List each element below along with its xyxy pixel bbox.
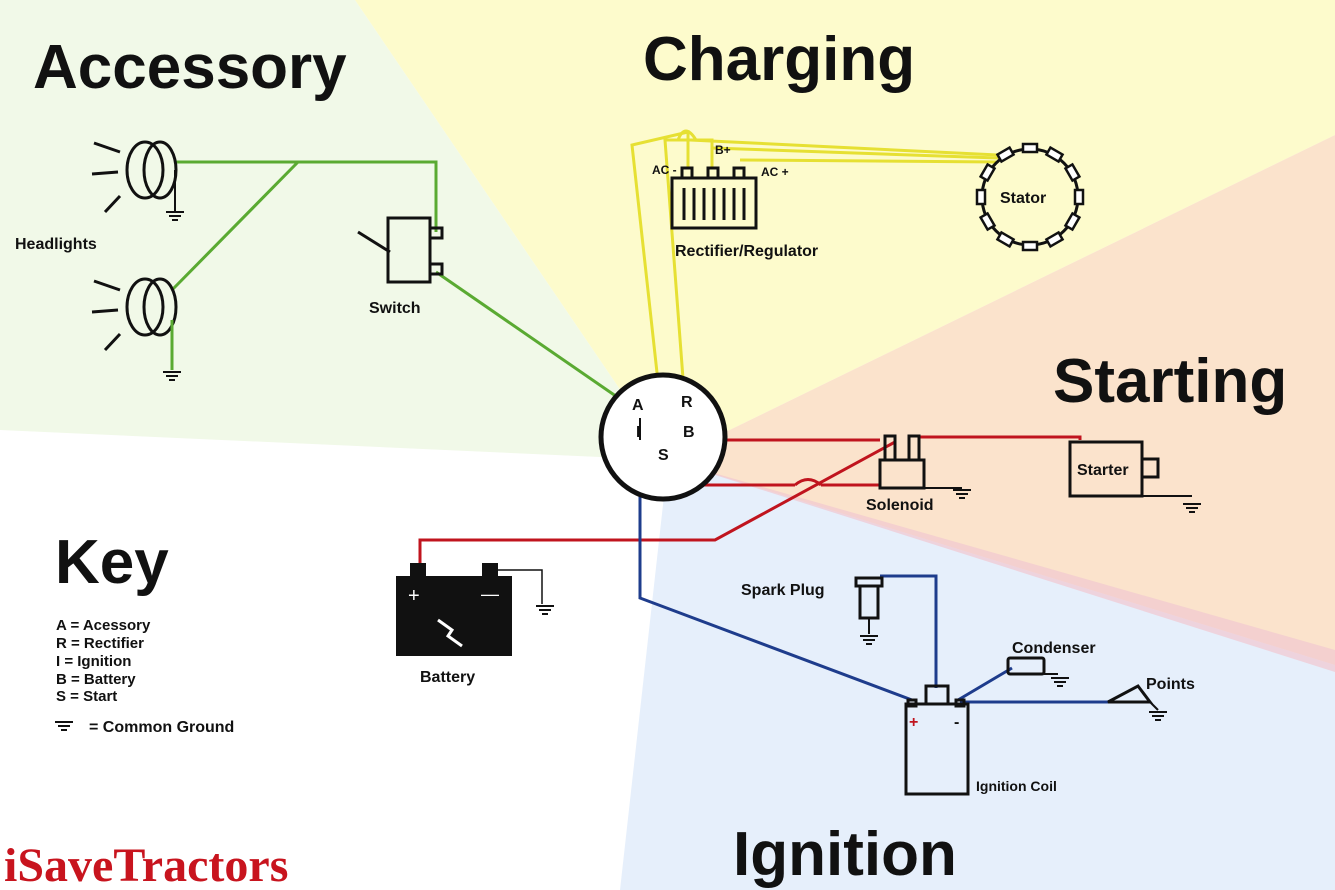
points-label: Points xyxy=(1146,676,1195,693)
ground-icon xyxy=(1051,677,1069,687)
ground-icon xyxy=(536,605,554,615)
stator-tooth xyxy=(1073,188,1085,206)
section-title-key: Key xyxy=(55,528,169,597)
switch-symbol xyxy=(357,216,444,284)
key-switch-terminal-i: I xyxy=(636,424,640,441)
headlights-label: Headlights xyxy=(15,236,97,253)
stator-label: Stator xyxy=(1000,190,1046,207)
ignition-coil-label: Ignition Coil xyxy=(976,778,1057,794)
legend: A = Acessory R = Rectifier I = Ignition … xyxy=(55,617,234,736)
key-switch-terminal-a: A xyxy=(632,397,644,414)
accessory-wires xyxy=(170,160,637,412)
ac-plus-label: AC + xyxy=(761,165,789,179)
section-title-charging: Charging xyxy=(643,25,915,94)
accessory-region xyxy=(0,0,668,460)
points-symbol xyxy=(1107,684,1159,711)
battery-symbol xyxy=(396,563,543,656)
stator-tooth xyxy=(978,211,997,232)
rectifier-label: Rectifier/Regulator xyxy=(675,243,818,260)
headlight-top xyxy=(91,140,178,214)
stator-tooth xyxy=(995,230,1016,249)
ignition-region xyxy=(620,460,1335,890)
spark-plug-label: Spark Plug xyxy=(741,582,825,599)
stator-tooth xyxy=(1063,211,1082,232)
legend-item: R = Rectifier xyxy=(56,635,144,652)
ground-icon xyxy=(953,489,971,499)
key-switch xyxy=(598,372,728,502)
legend-item: I = Ignition xyxy=(56,653,131,670)
stator-tooth xyxy=(995,145,1016,164)
switch-label: Switch xyxy=(369,300,421,317)
condenser-symbol xyxy=(1006,656,1058,676)
charging-region xyxy=(355,0,1335,460)
battery-plus-sign: + xyxy=(408,585,420,607)
stator-tooth xyxy=(975,188,987,206)
stator-symbol xyxy=(975,142,1085,252)
starter-label: Starter xyxy=(1077,462,1129,479)
stator-tooth xyxy=(1063,162,1082,183)
solenoid-label: Solenoid xyxy=(866,497,934,514)
stator-tooth xyxy=(1044,230,1065,249)
stator-tooth xyxy=(1044,145,1065,164)
starter-symbol xyxy=(1068,440,1192,498)
stator-tooth xyxy=(978,162,997,183)
starting-ignition-band xyxy=(668,460,1335,672)
charging-wires xyxy=(630,129,999,406)
battery-label: Battery xyxy=(420,669,475,686)
coil-plus-sign: + xyxy=(909,714,918,731)
ignition-coil-symbol xyxy=(904,684,970,796)
ac-minus-label: AC - xyxy=(652,163,677,177)
section-title-accessory: Accessory xyxy=(33,33,347,102)
legend-item: B = Battery xyxy=(56,671,136,688)
ground-icon xyxy=(163,371,181,381)
ground-icon xyxy=(55,721,73,731)
ground-icon xyxy=(1183,503,1201,513)
ground-icon xyxy=(166,211,184,221)
starting-region xyxy=(668,135,1335,665)
key-switch-terminal-r: R xyxy=(681,394,693,411)
stator-tooth xyxy=(1021,240,1039,252)
battery-minus-sign: — xyxy=(481,584,499,604)
condenser-label: Condenser xyxy=(1012,640,1096,657)
section-title-starting: Starting xyxy=(1053,347,1287,416)
stator-tooth xyxy=(1021,142,1039,154)
b-plus-label: B+ xyxy=(715,143,731,157)
spark-plug-symbol xyxy=(854,576,884,634)
key-switch-terminal-s: S xyxy=(658,447,669,464)
coil-minus-sign: - xyxy=(954,714,959,731)
headlight-bottom xyxy=(91,277,178,370)
brand-logo: iSaveTractors xyxy=(4,839,288,890)
key-switch-terminal-b: B xyxy=(683,424,695,441)
solenoid-symbol xyxy=(878,434,962,490)
rectifier-regulator xyxy=(670,166,758,230)
ground-icon xyxy=(860,635,878,645)
legend-ground-text: = Common Ground xyxy=(89,719,234,736)
section-title-ignition: Ignition xyxy=(733,820,957,889)
legend-item: A = Acessory xyxy=(56,617,151,634)
ground-icon xyxy=(1149,711,1167,721)
legend-item: S = Start xyxy=(56,688,117,705)
